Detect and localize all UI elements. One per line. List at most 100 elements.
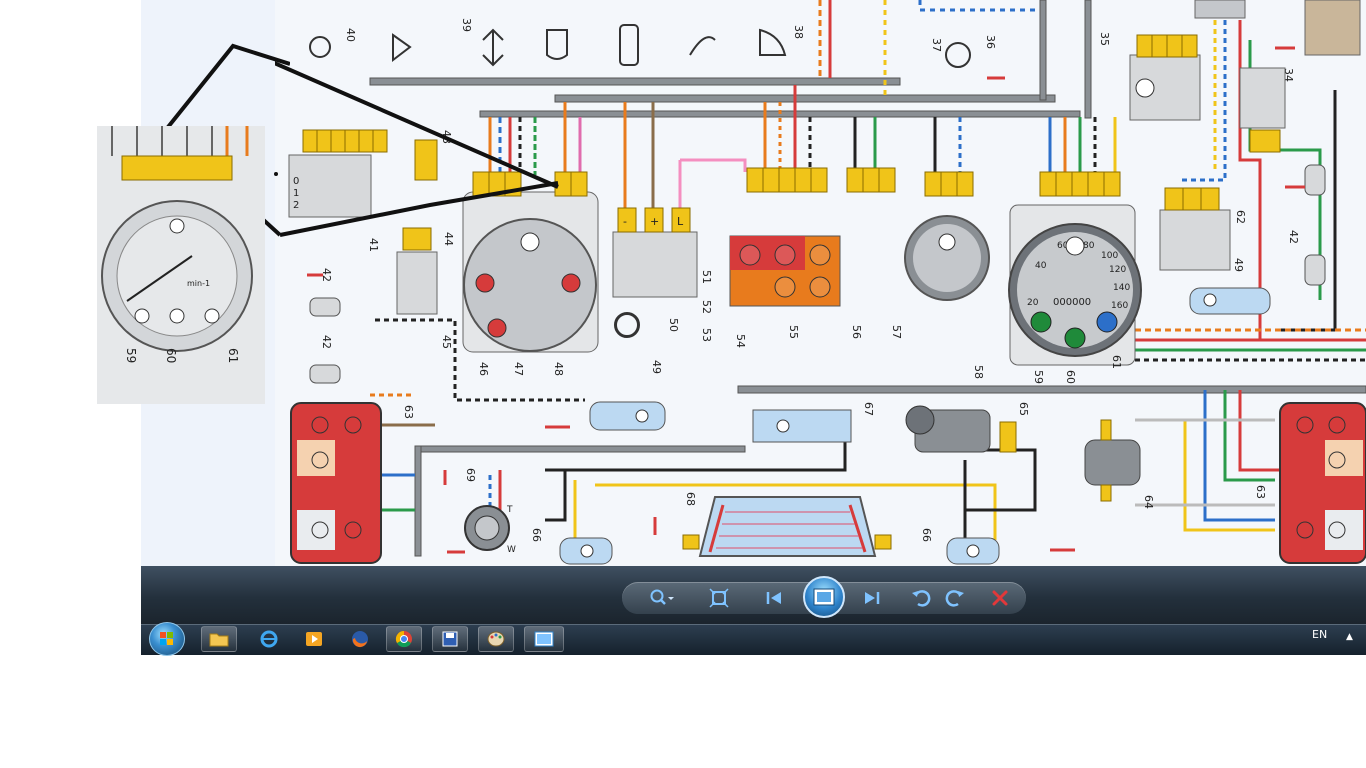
internet-explorer-icon	[260, 630, 278, 648]
svg-text:64: 64	[1142, 495, 1155, 509]
svg-text:41: 41	[367, 238, 380, 252]
svg-text:2: 2	[293, 200, 299, 211]
speedo-tick-60: 60	[1057, 241, 1069, 251]
delete-icon	[992, 590, 1008, 606]
speedo-tick-120: 120	[1109, 265, 1126, 275]
start-button[interactable]	[149, 622, 185, 656]
svg-text:54: 54	[734, 334, 747, 348]
tray-expand-icon[interactable]: ▲	[1346, 632, 1353, 642]
actual-size-button[interactable]	[706, 585, 732, 611]
svg-text:38: 38	[792, 25, 805, 39]
svg-text:44: 44	[442, 232, 455, 246]
svg-text:58: 58	[972, 365, 985, 379]
svg-text:49: 49	[1232, 258, 1245, 272]
speedo-tick-140: 140	[1113, 283, 1130, 293]
taskbar-internet-explorer[interactable]	[251, 626, 287, 652]
inset-label-61: 61	[226, 348, 240, 363]
svg-text:37: 37	[930, 38, 943, 52]
rotate-ccw-button[interactable]	[908, 585, 934, 611]
sensor-label-t: T	[506, 505, 513, 515]
chrome-icon	[395, 630, 412, 648]
taskbar-chrome[interactable]	[386, 626, 422, 652]
magnifier-icon	[650, 589, 674, 605]
language-indicator[interactable]: EN	[1312, 628, 1328, 641]
fit-window-icon	[709, 588, 729, 608]
slideshow-icon	[813, 588, 835, 606]
folder-icon	[209, 633, 229, 647]
svg-text:40: 40	[344, 28, 357, 42]
speedo-tick-160: 160	[1111, 301, 1128, 311]
speedo-tick-20: 20	[1027, 298, 1039, 308]
annotation-dot	[274, 172, 278, 176]
svg-text:53: 53	[700, 328, 713, 342]
next-button[interactable]	[859, 585, 885, 611]
inset-label-59: 59	[124, 348, 138, 363]
svg-text:69: 69	[464, 468, 477, 482]
rotate-cw-icon	[945, 590, 964, 607]
taskbar-paint[interactable]	[478, 626, 514, 652]
svg-text:55: 55	[787, 325, 800, 339]
previous-button[interactable]	[761, 585, 787, 611]
svg-text:61: 61	[1110, 355, 1123, 369]
svg-text:35: 35	[1098, 32, 1111, 46]
speedo-tick-100: 100	[1101, 251, 1118, 261]
svg-text:57: 57	[890, 325, 903, 339]
svg-text:46: 46	[477, 362, 490, 376]
svg-text:65: 65	[1017, 402, 1030, 416]
svg-text:59: 59	[1032, 370, 1045, 384]
svg-text:45: 45	[440, 335, 453, 349]
taskbar-media-player[interactable]	[296, 626, 332, 652]
windows-logo-icon	[160, 632, 173, 645]
svg-text:66: 66	[920, 528, 933, 542]
svg-text:51: 51	[700, 270, 713, 284]
rotate-ccw-icon	[912, 590, 931, 607]
svg-text:47: 47	[512, 362, 525, 376]
svg-text:56: 56	[850, 325, 863, 339]
svg-text:50: 50	[667, 318, 680, 332]
photo-viewer-icon	[534, 631, 554, 647]
relay-term-1: -	[623, 215, 627, 228]
media-player-icon	[306, 632, 322, 646]
taskbar-explorer[interactable]	[201, 626, 237, 652]
svg-text:48: 48	[552, 362, 565, 376]
svg-text:66: 66	[530, 528, 543, 542]
svg-text:42: 42	[320, 268, 333, 282]
inset-unit: min-1	[187, 279, 210, 288]
svg-text:49: 49	[650, 360, 663, 374]
svg-text:36: 36	[984, 35, 997, 49]
svg-text:63: 63	[402, 405, 415, 419]
wiring-diagram-image: 40 39 38 37 36 35 33 34 012 41 43 45 44 …	[275, 0, 1366, 566]
svg-text:1: 1	[293, 188, 299, 199]
inset-label-60: 60	[164, 348, 178, 363]
svg-text:39: 39	[460, 18, 473, 32]
speedo-tick-80: 80	[1083, 241, 1095, 251]
svg-text:52: 52	[700, 300, 713, 314]
slideshow-button[interactable]	[803, 576, 845, 618]
relay-term-2: +	[650, 215, 659, 228]
delete-button[interactable]	[987, 585, 1013, 611]
svg-text:42: 42	[320, 335, 333, 349]
previous-icon	[766, 592, 781, 604]
relay-term-3: L	[677, 215, 684, 228]
svg-text:62: 62	[1234, 210, 1247, 224]
floppy-disk-icon	[442, 631, 458, 647]
next-icon	[865, 592, 880, 604]
svg-text:67: 67	[862, 402, 875, 416]
taskbar-save-app[interactable]	[432, 626, 468, 652]
svg-text:0: 0	[293, 176, 299, 187]
paint-palette-icon	[487, 631, 505, 647]
tachometer-inset-image: min-1 59 60 61	[97, 126, 265, 404]
rotate-cw-button[interactable]	[942, 585, 968, 611]
svg-text:60: 60	[1064, 370, 1077, 384]
firefox-icon	[352, 631, 368, 648]
taskbar-photo-viewer[interactable]	[524, 626, 564, 652]
svg-text:63: 63	[1254, 485, 1267, 499]
svg-text:68: 68	[684, 492, 697, 506]
speedo-tick-40: 40	[1035, 261, 1047, 271]
taskbar	[141, 624, 1366, 655]
sensor-label-w: W	[507, 545, 516, 555]
taskbar-firefox[interactable]	[342, 626, 378, 652]
svg-text:42: 42	[1287, 230, 1300, 244]
zoom-button[interactable]	[648, 585, 674, 611]
odometer: 000000	[1053, 297, 1091, 308]
